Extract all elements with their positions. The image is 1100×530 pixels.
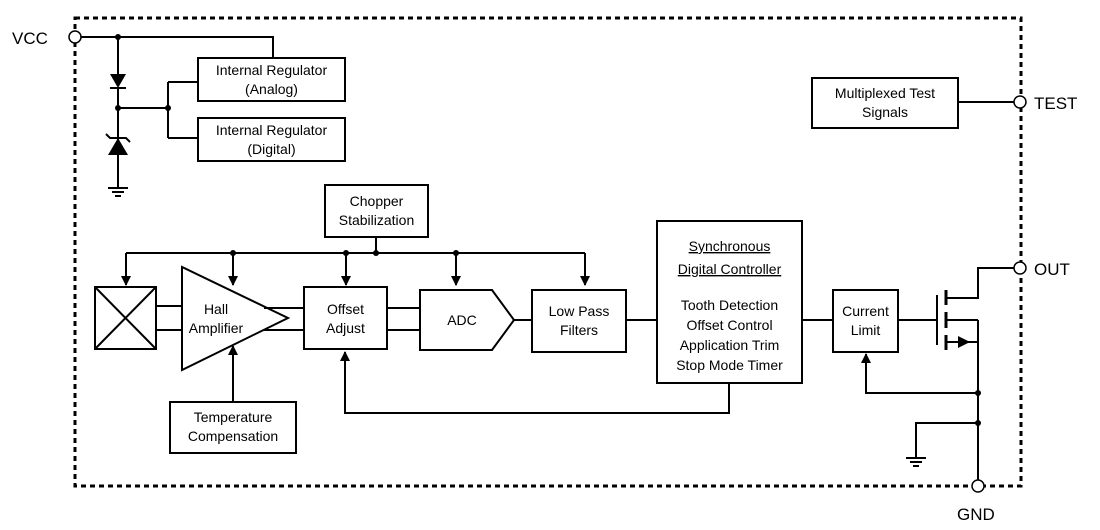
internal-regulator-analog-box (197, 57, 346, 102)
hall-amp-line2: Amplifier (189, 320, 244, 336)
chip-boundary (73, 16, 1023, 488)
offset-adjust-box (303, 286, 388, 350)
test-pin (1013, 95, 1027, 109)
reg-digital-line1: Internal Regulator (216, 122, 328, 138)
chopper-stabilization-box (324, 184, 429, 238)
controller-function: Tooth Detection (681, 297, 778, 313)
offset-adjust-line1: Offset (327, 301, 364, 317)
adc-label: ADC (447, 312, 477, 328)
hall-amp-line1: Hall (204, 301, 228, 317)
mux-test-line1: Multiplexed Test (835, 85, 935, 101)
ground-symbol-internal (906, 457, 926, 467)
zener-diode (108, 138, 128, 155)
chopper-line2: Stabilization (339, 212, 415, 228)
mux-test-line2: Signals (862, 104, 908, 120)
controller-function: Application Trim (680, 337, 780, 353)
gnd-pin (971, 479, 985, 493)
low-pass-filters-box (531, 289, 627, 353)
reg-analog-line2: (Analog) (245, 81, 298, 97)
hall-amplifier-triangle (181, 265, 291, 372)
offset-adjust-line2: Adjust (326, 320, 365, 336)
current-limit-box (832, 289, 899, 353)
controller-title-line1: Synchronous (689, 238, 771, 254)
current-limit-line2: Limit (851, 322, 881, 338)
test-pin-label: TEST (1034, 94, 1077, 113)
controller-title-line2: Digital Controller (678, 261, 782, 277)
synchronous-digital-controller-box (656, 220, 803, 384)
multiplexed-test-signals-box (811, 77, 959, 129)
chopper-line1: Chopper (350, 193, 404, 209)
controller-function: Stop Mode Timer (676, 357, 783, 373)
reg-digital-line2: (Digital) (247, 141, 295, 157)
current-limit-line1: Current (842, 303, 889, 319)
out-pin (1013, 261, 1027, 275)
out-pin-label: OUT (1034, 260, 1070, 279)
reg-analog-line1: Internal Regulator (216, 62, 328, 78)
temp-comp-line2: Compensation (188, 428, 278, 444)
controller-function: Offset Control (686, 317, 772, 333)
vcc-pin-label: VCC (12, 29, 48, 48)
ground-symbol-vcc (108, 187, 128, 197)
low-pass-line2: Filters (560, 322, 598, 338)
temp-comp-line1: Temperature (194, 409, 273, 425)
temperature-compensation-box (169, 401, 297, 454)
output-mosfet (936, 267, 1014, 350)
low-pass-line1: Low Pass (549, 303, 610, 319)
gnd-pin-label: GND (957, 505, 995, 524)
hall-element-cross-icon (94, 286, 157, 350)
internal-regulator-digital-box (197, 117, 346, 162)
vcc-pin (68, 30, 82, 44)
adc-block (419, 289, 516, 351)
diode (110, 74, 126, 88)
